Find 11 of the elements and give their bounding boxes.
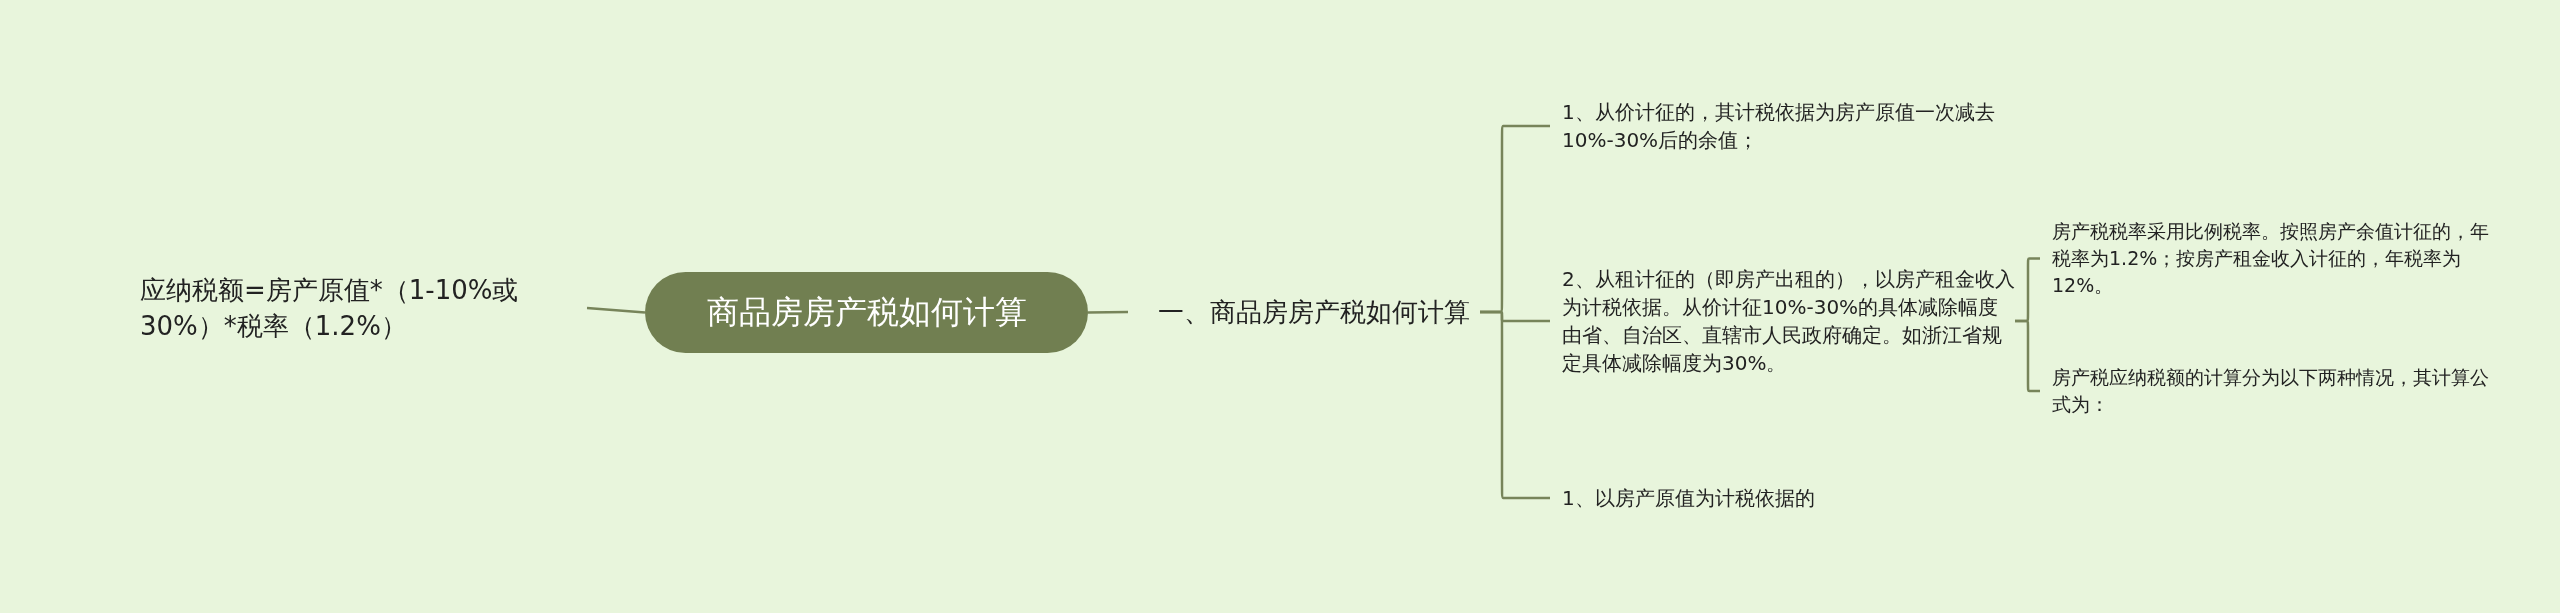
connector-line [1088,310,1128,314]
topic-text: 一、商品房房产税如何计算 [1158,296,1470,329]
subtopic-text: 房产税应纳税额的计算分为以下两种情况，其计算公式为： [2052,365,2490,417]
subtopic-text: 1、以房产原值为计税依据的 [1562,485,1815,512]
connector-line [1480,310,1550,500]
topic-text: 应纳税额=房产原值*（1-10%或30%）*税率（1.2%） [140,274,520,343]
subtopic-text: 1、从价计征的，其计税依据为房产原值一次减去10%-30%后的余值； [1562,99,1996,154]
connector-line [586,306,646,314]
central-topic: 商品房房产税如何计算 [645,272,1088,353]
subtopic-text: 房产税税率采用比例税率。按照房产余值计征的，年税率为1.2%；按房产租金收入计征的，年税率为12%。 [2052,219,2490,298]
subtopic-text: 2、从租计征的（即房产出租的），以房产租金收入为计税依据。从价计征10%-30%的具体减除幅度由省、自治区、直辖市人民政府确定。如浙江省规定具体减除幅度为30%。 [1562,266,2015,377]
